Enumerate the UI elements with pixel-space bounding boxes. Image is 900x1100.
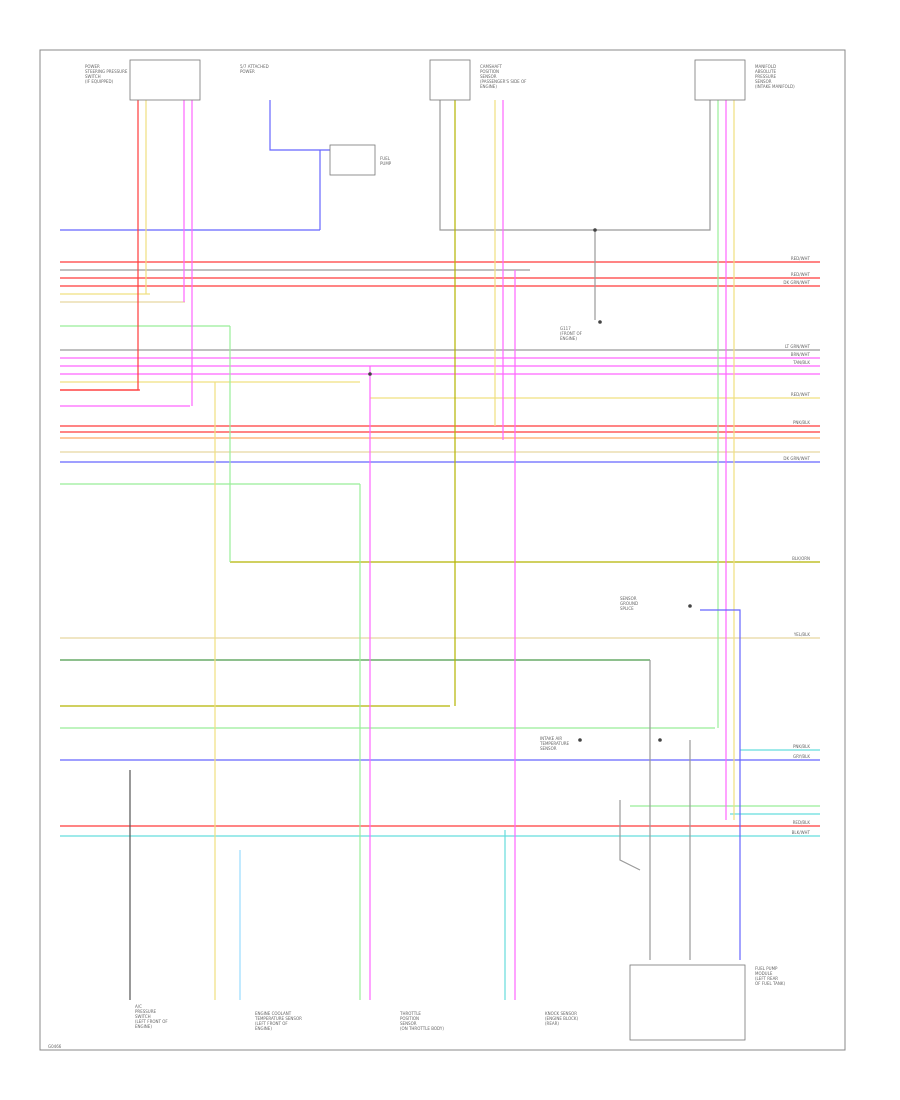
diagram-frame bbox=[39, 49, 846, 1051]
right-wire-label: BLK/ORN bbox=[792, 556, 810, 561]
label-right-top-sensor: PRESSURE bbox=[755, 74, 777, 79]
splice-dot bbox=[658, 738, 662, 742]
label-fuel-switch: POWER bbox=[240, 69, 255, 74]
label-sensor-ground-mid: SPLICE bbox=[620, 606, 634, 611]
label-top-left-sensor: POWER bbox=[85, 64, 100, 69]
splice-dot bbox=[593, 228, 597, 232]
footer-code: G0466 bbox=[48, 1044, 62, 1049]
box-right-top-sensor bbox=[694, 59, 746, 101]
right-wire-label: LT GRN/WHT bbox=[785, 344, 811, 349]
box-fuel-pump bbox=[329, 144, 376, 176]
cam-sensor-gray bbox=[439, 100, 600, 231]
right-wire-label: PNK/BLK bbox=[793, 744, 810, 749]
label-ac-pressure: A/C bbox=[135, 1004, 142, 1009]
label-tps-sensor: (ON THROTTLE BODY) bbox=[400, 1026, 444, 1031]
label-knock-sensor: KNOCK SENSOR bbox=[545, 1011, 577, 1016]
label-center-top-sensor: SENSOR bbox=[480, 74, 497, 79]
label-ac-pressure: PRESSURE bbox=[135, 1009, 157, 1014]
label-tps-sensor: SENSOR bbox=[400, 1021, 417, 1026]
label-ground-splice: (FRONT OF bbox=[560, 331, 583, 336]
label-knock-sensor: (REAR) bbox=[545, 1021, 559, 1026]
right-wire-label: TAN/BLK bbox=[792, 360, 810, 365]
right-wire-label: BRN/WHT bbox=[791, 352, 811, 357]
label-center-top-sensor: CAMSHAFT bbox=[480, 64, 502, 69]
right-wire-label: DK GRN/WHT bbox=[783, 456, 810, 461]
label-sensor-ground-mid: GROUND bbox=[620, 601, 638, 606]
label-fuel-pump-module: MODULE bbox=[755, 971, 773, 976]
label-top-left-sensor: SWITCH bbox=[85, 74, 101, 79]
right-wire-label: RED/BLK bbox=[793, 820, 811, 825]
label-top-left-sensor: STEERING PRESSURE bbox=[85, 69, 128, 74]
label-tps-sensor: THROTTLE bbox=[399, 1011, 421, 1016]
right-wire-label: RED/WHT bbox=[791, 256, 811, 261]
fuel-blue bbox=[700, 609, 741, 960]
label-ac-pressure: (LEFT FRONT OF bbox=[135, 1019, 168, 1024]
splice-dot bbox=[688, 604, 692, 608]
label-fuel-pump-module: FUEL PUMP bbox=[755, 966, 778, 971]
label-ect-sensor: ENGINE) bbox=[255, 1026, 272, 1031]
box-center-top-sensor bbox=[429, 59, 471, 101]
label-right-top-sensor: MANIFOLD bbox=[755, 64, 776, 69]
label-fuel-pump: PUMP bbox=[380, 161, 392, 166]
components-layer bbox=[129, 59, 746, 1041]
label-ect-sensor: TEMPERATURE SENSOR bbox=[254, 1016, 302, 1021]
label-fuel-pump-module: OF FUEL TANK) bbox=[755, 981, 785, 986]
label-ect-sensor: ENGINE COOLANT bbox=[255, 1011, 292, 1016]
label-right-top-sensor: (INTAKE MANIFOLD) bbox=[755, 84, 795, 89]
label-ground-splice: G117 bbox=[560, 326, 571, 331]
label-ac-pressure: SWITCH bbox=[135, 1014, 151, 1019]
label-ac-pressure: ENGINE) bbox=[135, 1024, 152, 1029]
switch-wire-blue bbox=[269, 100, 330, 151]
splice-dot bbox=[598, 320, 602, 324]
map-gray bbox=[600, 100, 711, 231]
label-center-top-sensor: (PASSENGER'S SIDE OF bbox=[480, 79, 527, 84]
right-wire-label: RED/WHT bbox=[791, 392, 811, 397]
label-intake-temp: TEMPERATURE bbox=[539, 741, 570, 746]
label-knock-sensor: (ENGINE BLOCK) bbox=[545, 1016, 579, 1021]
right-wire-label: PNK/BLK bbox=[793, 420, 810, 425]
splice-dot bbox=[368, 372, 372, 376]
label-center-top-sensor: ENGINE) bbox=[480, 84, 497, 89]
label-ect-sensor: (LEFT FRONT OF bbox=[255, 1021, 288, 1026]
label-center-top-sensor: POSITION bbox=[480, 69, 499, 74]
label-fuel-pump-module: (LEFT REAR bbox=[755, 976, 778, 981]
label-intake-temp: SENSOR bbox=[540, 746, 557, 751]
right-wire-label: GRY/BLK bbox=[793, 754, 810, 759]
label-right-top-sensor: SENSOR bbox=[755, 79, 772, 84]
label-fuel-pump: FUEL bbox=[380, 156, 391, 161]
loop-gray bbox=[619, 800, 641, 871]
wires-layer bbox=[60, 100, 820, 1000]
label-intake-temp: INTAKE AIR bbox=[540, 736, 562, 741]
label-sensor-ground-mid: SENSOR bbox=[620, 596, 637, 601]
splice-dot bbox=[578, 738, 582, 742]
right-wire-label: YEL/BLK bbox=[793, 632, 811, 637]
label-right-top-sensor: ABSOLUTE bbox=[755, 69, 776, 74]
right-wire-label: BLK/WHT bbox=[792, 830, 811, 835]
vertical-wire-red bbox=[60, 100, 139, 391]
right-wire-label: DK GRN/WHT bbox=[783, 280, 810, 285]
right-wire-label: RED/WHT bbox=[791, 272, 811, 277]
box-fuel-pump-module bbox=[629, 964, 746, 1041]
box-top-left-sensor bbox=[129, 59, 201, 101]
label-fuel-switch: 5/7 ATTACHED bbox=[240, 64, 269, 69]
label-top-left-sensor: (IF EQUIPPED) bbox=[85, 79, 114, 84]
label-tps-sensor: POSITION bbox=[400, 1016, 419, 1021]
label-ground-splice: ENGINE) bbox=[560, 336, 577, 341]
